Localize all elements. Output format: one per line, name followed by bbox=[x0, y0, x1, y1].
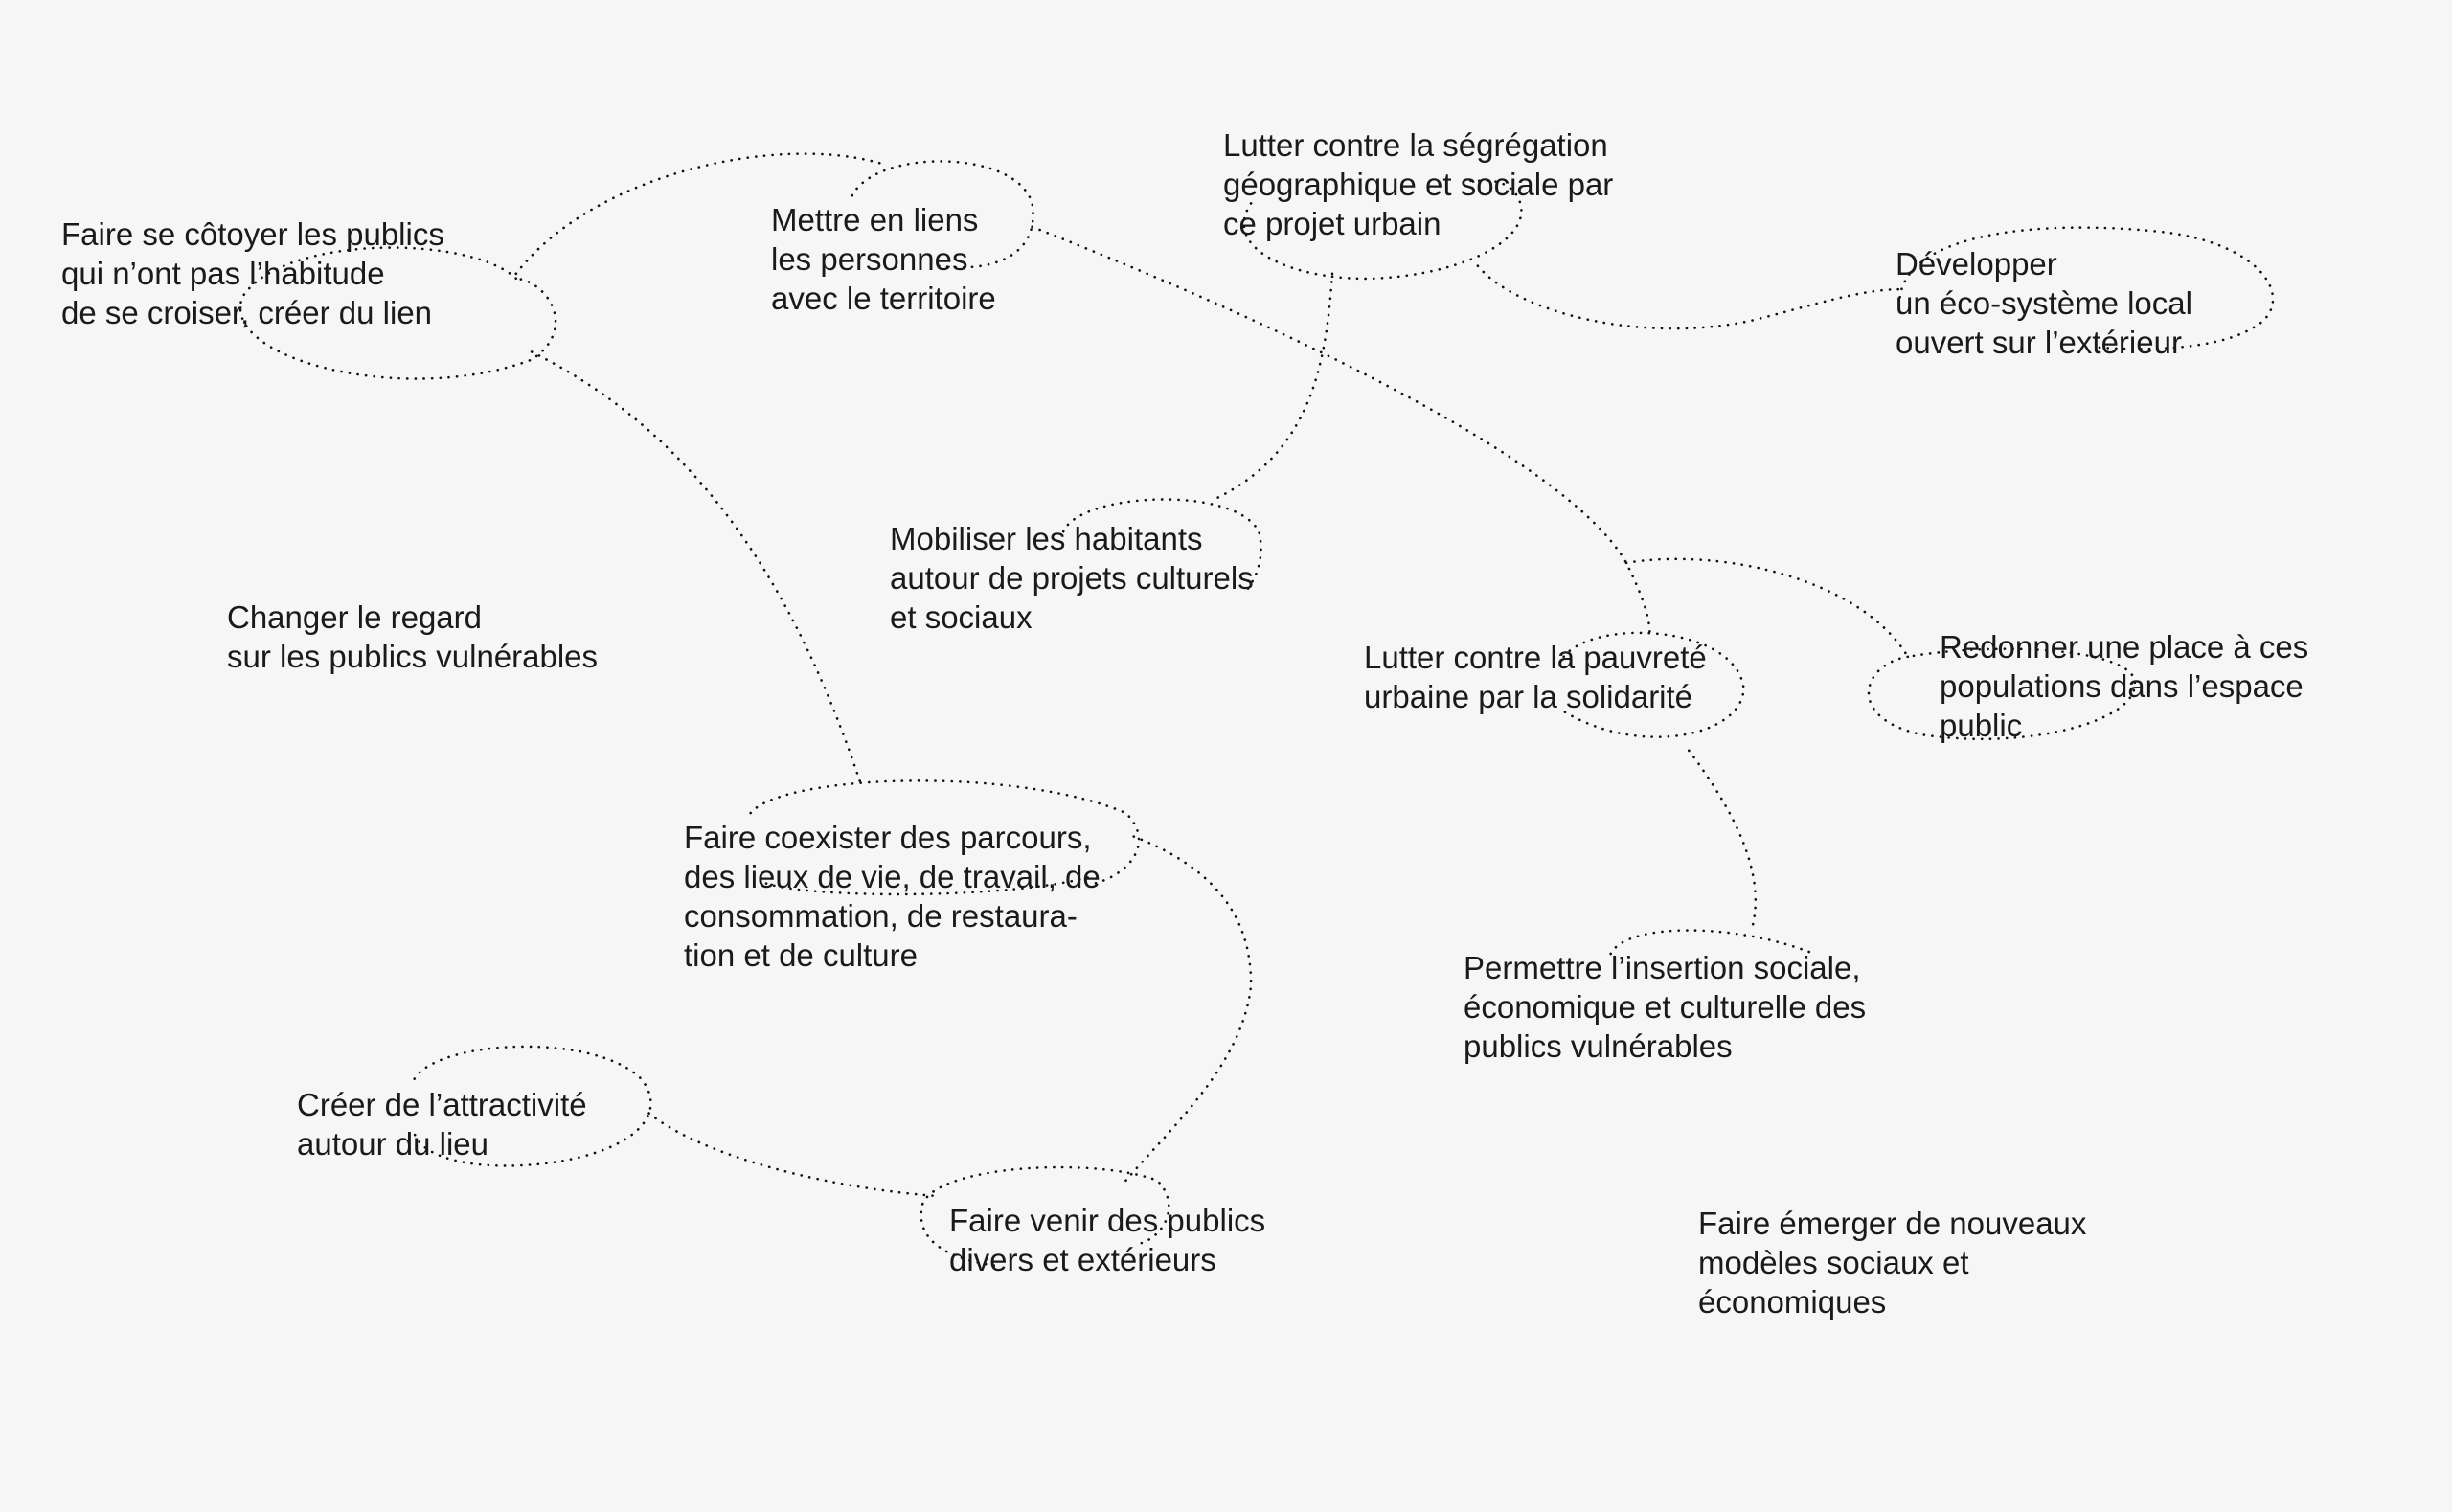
bubble-coexister bbox=[749, 779, 1141, 885]
node-line: avec le territoire bbox=[771, 281, 996, 316]
node-line: Changer le regard bbox=[227, 599, 482, 635]
link-liens-pauvrete bbox=[1031, 225, 1651, 635]
node-line: consommation, de restaura- bbox=[684, 898, 1078, 934]
node-line: Lutter contre la ségrégation bbox=[1223, 127, 1608, 163]
node-redonner: Redonner une place à ces populations dan… bbox=[1940, 627, 2308, 745]
bubble-cotoyer bbox=[238, 246, 557, 380]
node-venir: Faire venir des publics divers et extéri… bbox=[949, 1201, 1265, 1279]
node-line: modèles sociaux et bbox=[1698, 1245, 1969, 1280]
node-line: Faire émerger de nouveaux bbox=[1698, 1206, 2087, 1241]
node-line: un éco-système local bbox=[1896, 285, 2192, 321]
node-line: Redonner une place à ces bbox=[1940, 629, 2309, 665]
node-liens: Mettre en liens les personnes avec le te… bbox=[771, 200, 996, 318]
node-line: les personnes bbox=[771, 241, 968, 277]
node-line: des lieux de vie, de travail, de bbox=[684, 859, 1101, 894]
node-emerger: Faire émerger de nouveaux modèles sociau… bbox=[1698, 1204, 2086, 1321]
bubble-ecosysteme bbox=[1898, 226, 2275, 350]
node-line: économique et culturelle des bbox=[1464, 989, 1867, 1025]
node-line: Permettre l’insertion sociale, bbox=[1464, 950, 1861, 985]
link-cotoyer-liens bbox=[514, 152, 885, 276]
link-cotoyer-coexister bbox=[530, 350, 862, 783]
node-cotoyer: Faire se côtoyer les publics qui n’ont p… bbox=[61, 214, 444, 332]
node-line: de se croiser, créer du lien bbox=[61, 295, 433, 330]
node-line: Mobiliser les habitants bbox=[890, 521, 1203, 556]
node-segregation: Lutter contre la ségrégation géographiqu… bbox=[1223, 125, 1613, 243]
bubble-segregation bbox=[1242, 178, 1523, 281]
bubble-attractivite bbox=[413, 1045, 652, 1167]
link-coexister-venir bbox=[1124, 835, 1253, 1183]
node-line: ouvert sur l’extérieur bbox=[1896, 325, 2182, 360]
node-line: économiques bbox=[1698, 1284, 1887, 1320]
link-segregation-mobiliser bbox=[1211, 272, 1334, 502]
node-attractivite: Créer de l’attractivité autour du lieu bbox=[297, 1085, 587, 1163]
node-line: Mettre en liens bbox=[771, 202, 979, 237]
node-line: Faire venir des publics bbox=[949, 1203, 1266, 1238]
node-line: tion et de culture bbox=[684, 937, 918, 973]
node-insertion: Permettre l’insertion sociale, économiqu… bbox=[1464, 948, 1866, 1066]
node-line: qui n’ont pas l’habitude bbox=[61, 256, 385, 291]
node-pauvrete: Lutter contre la pauvreté urbaine par la… bbox=[1364, 638, 1707, 716]
node-line: public bbox=[1940, 708, 2023, 743]
link-attractivite-venir bbox=[647, 1112, 940, 1198]
node-line: publics vulnérables bbox=[1464, 1028, 1733, 1064]
link-segregation-ecosysteme bbox=[1476, 264, 1901, 330]
node-line: ce projet urbain bbox=[1223, 206, 1442, 241]
node-line: et sociaux bbox=[890, 599, 1033, 635]
bubble-pauvrete bbox=[1562, 631, 1745, 738]
node-line: Développer bbox=[1896, 246, 2057, 282]
node-line: urbaine par la solidarité bbox=[1364, 679, 1693, 714]
node-mobiliser: Mobiliser les habitants autour de projet… bbox=[890, 519, 1254, 637]
bubble-redonner bbox=[1867, 647, 2137, 741]
node-regard: Changer le regard sur les publics vulnér… bbox=[227, 598, 598, 676]
node-line: divers et extérieurs bbox=[949, 1242, 1216, 1277]
node-line: sur les publics vulnérables bbox=[227, 639, 599, 674]
node-line: Faire coexister des parcours, bbox=[684, 820, 1092, 855]
node-line: autour du lieu bbox=[297, 1126, 488, 1162]
bubble-mobiliser bbox=[1061, 498, 1262, 596]
node-line: autour de projets culturels bbox=[890, 560, 1254, 596]
link-pauvrete-redonner bbox=[1624, 557, 1910, 659]
node-coexister: Faire coexister des parcours, des lieux … bbox=[684, 818, 1101, 975]
node-line: Lutter contre la pauvreté bbox=[1364, 640, 1707, 675]
bubble-venir bbox=[920, 1165, 1170, 1245]
bubble-liens bbox=[851, 160, 1034, 269]
link-pauvrete-insertion bbox=[1687, 749, 1758, 932]
node-line: géographique et sociale par bbox=[1223, 167, 1614, 202]
node-line: Faire se côtoyer les publics bbox=[61, 216, 444, 252]
node-ecosysteme: Développer un éco-système local ouvert s… bbox=[1896, 244, 2192, 362]
node-line: Créer de l’attractivité bbox=[297, 1087, 587, 1122]
node-line: populations dans l’espace bbox=[1940, 668, 2304, 704]
